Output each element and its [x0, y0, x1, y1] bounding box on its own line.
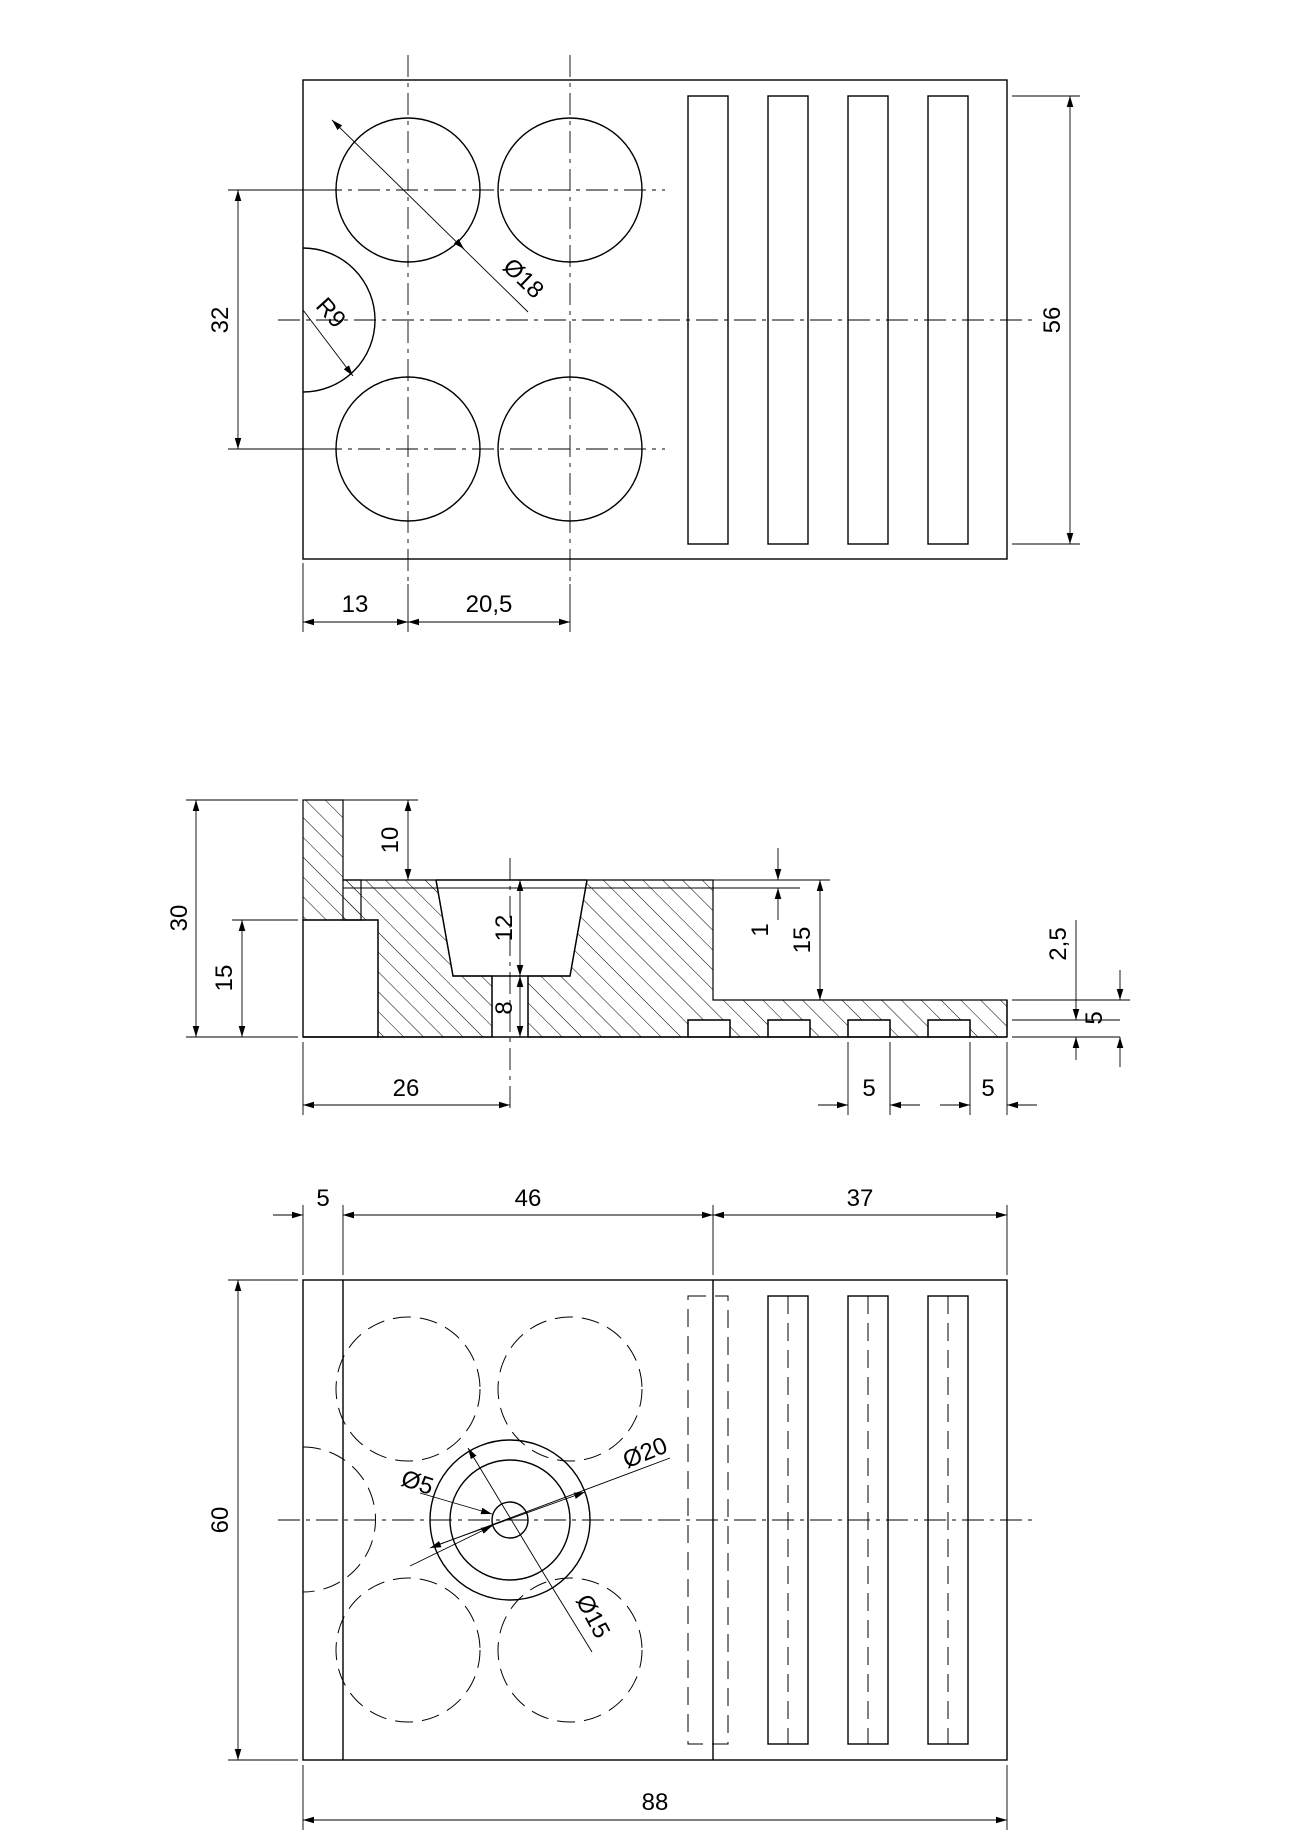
label-5-right: 5 — [1081, 1011, 1108, 1024]
dim-46: 46 — [343, 1185, 714, 1275]
dim-8: 8 — [491, 976, 524, 1037]
dim-13: 13 — [302, 563, 409, 632]
section-left-block — [342, 879, 493, 1038]
recess-3 — [847, 1019, 891, 1038]
label-5-slot: 5 — [862, 1075, 875, 1102]
dim-dia-5: Ø5 — [398, 1465, 493, 1567]
label-46: 46 — [515, 1185, 542, 1212]
label-10: 10 — [377, 827, 404, 854]
label-1: 1 — [747, 923, 774, 936]
label-8: 8 — [491, 1001, 518, 1014]
dim-5-right: 5 — [1012, 970, 1130, 1067]
recess-4 — [927, 1019, 971, 1038]
dim-88: 88 — [302, 1765, 1008, 1830]
front-section-view: 30 15 10 12 8 1 15 — [166, 799, 1130, 1115]
label-2-5: 2,5 — [1045, 927, 1072, 960]
dim-10: 10 — [343, 799, 418, 880]
dim-1: 1 — [713, 848, 830, 937]
section-right-block — [527, 879, 1008, 1038]
label-26: 26 — [393, 1075, 420, 1102]
label-20-5: 20,5 — [466, 591, 513, 618]
slot-2 — [767, 95, 809, 545]
dim-32: 32 — [207, 189, 330, 450]
label-15-right: 15 — [789, 927, 816, 954]
label-dia-18: Ø18 — [498, 253, 549, 304]
bottom-view: 5 46 37 60 Ø5 Ø20 — [207, 1185, 1032, 1830]
dim-37: 37 — [713, 1185, 1008, 1275]
label-13: 13 — [342, 591, 369, 618]
dim-20-5: 20,5 — [408, 584, 571, 632]
dim-15-left: 15 — [211, 919, 298, 1037]
top-view-centerlines — [278, 55, 1032, 584]
recess-2 — [767, 1019, 811, 1038]
label-dia-5: Ø5 — [398, 1465, 437, 1501]
dim-dia-15: Ø15 — [467, 1447, 615, 1653]
dim-30: 30 — [166, 799, 298, 1038]
section-left-foot — [302, 919, 379, 1038]
label-32: 32 — [207, 307, 234, 334]
label-88: 88 — [642, 1789, 669, 1816]
dim-26: 26 — [302, 1042, 510, 1115]
hidden-holes — [302, 1316, 643, 1723]
cone-cavity — [435, 879, 588, 977]
dim-15-right: 15 — [713, 880, 830, 1001]
label-dia-15: Ø15 — [570, 1590, 615, 1643]
label-bottom-5: 5 — [316, 1185, 329, 1212]
label-37: 37 — [847, 1185, 874, 1212]
top-view-outline — [302, 79, 1008, 560]
dim-dia-20: Ø20 — [429, 1432, 671, 1549]
dim-12: 12 — [491, 880, 524, 976]
label-5-edge: 5 — [981, 1075, 994, 1102]
recess-1 — [687, 1019, 731, 1038]
label-15-left: 15 — [211, 965, 238, 992]
dim-2-5: 2,5 — [1012, 920, 1120, 1060]
top-view-holes — [302, 117, 643, 522]
dim-bottom-5: 5 — [273, 1185, 373, 1275]
dim-56: 56 — [1012, 95, 1080, 545]
label-60: 60 — [207, 1507, 234, 1534]
dim-5-edge: 5 — [940, 1042, 1037, 1115]
dim-5-slot: 5 — [818, 1042, 920, 1115]
top-view: Ø18 R9 32 56 13 20,5 — [207, 55, 1080, 632]
label-12: 12 — [491, 915, 518, 942]
label-30: 30 — [166, 905, 193, 932]
label-56: 56 — [1039, 307, 1066, 334]
dim-radius-9: R9 — [302, 293, 354, 377]
dim-60: 60 — [207, 1279, 298, 1761]
